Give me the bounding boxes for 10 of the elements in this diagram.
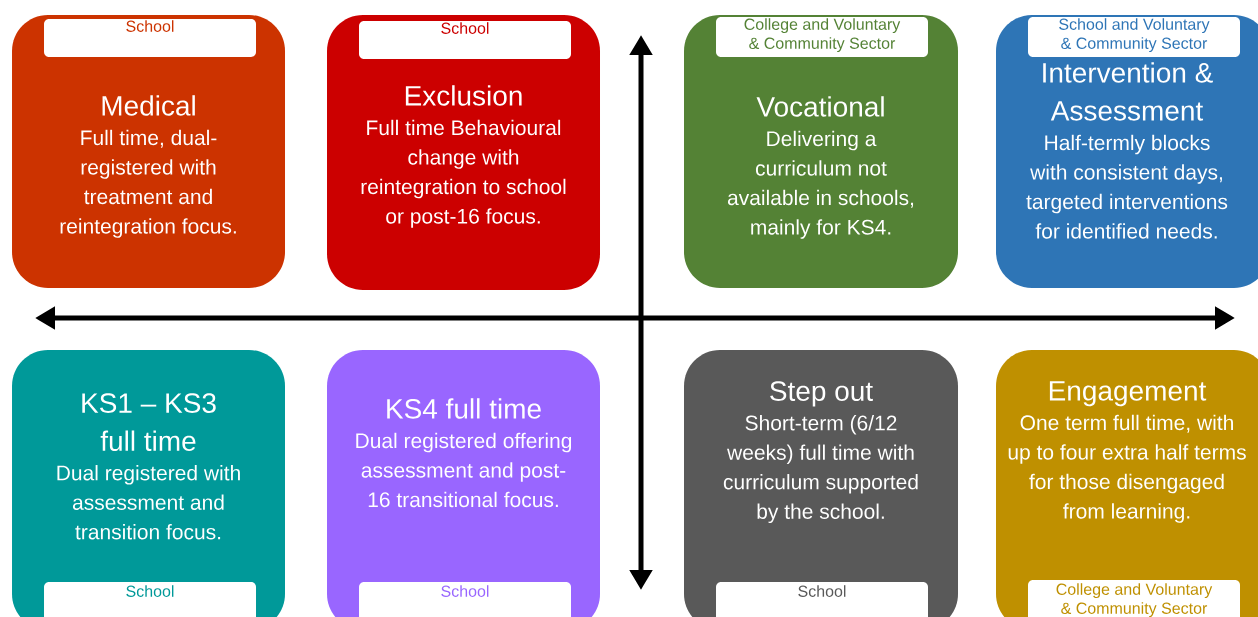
node-label: College and Voluntary & Community Sector: [744, 18, 901, 53]
provider-tab: College and Voluntary & Community Sector: [1028, 580, 1240, 617]
provider-tab: School: [44, 582, 256, 617]
node-label: School and Voluntary & Community Sector: [1059, 18, 1210, 53]
provider-tab: College and Voluntary & Community Sector: [716, 17, 928, 57]
provider-tab: School and Voluntary & Community Sector: [1028, 17, 1240, 57]
provider-tab: School: [359, 582, 571, 617]
provider-tab: School: [716, 582, 928, 617]
provider-tab: School: [44, 19, 256, 57]
provider-tab: School: [359, 21, 571, 59]
